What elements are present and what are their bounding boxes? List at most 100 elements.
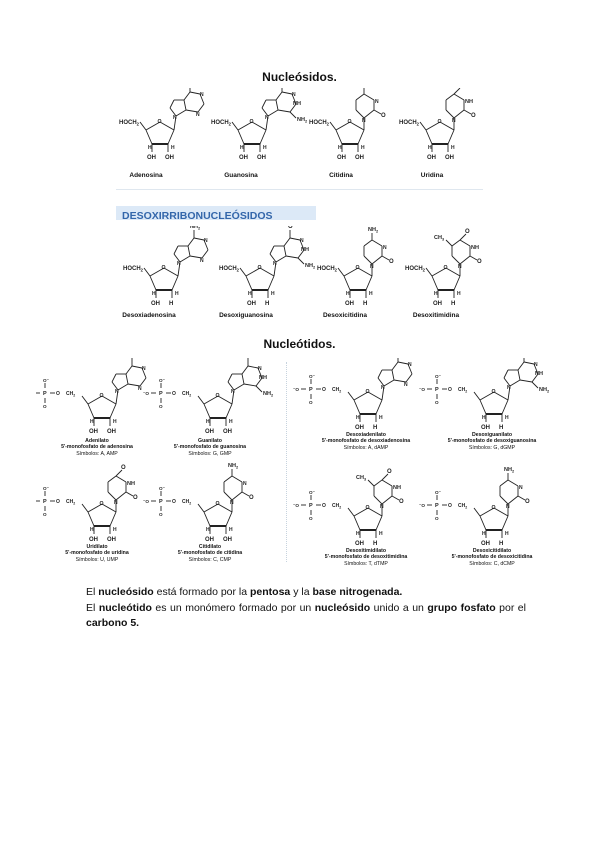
- bond: [111, 381, 119, 391]
- atom-label: N: [204, 238, 208, 244]
- bond: [203, 511, 211, 527]
- atom-label: H: [175, 291, 179, 297]
- atom-label: O: [389, 259, 394, 265]
- bond: [149, 267, 165, 277]
- atom-label: OH: [247, 301, 256, 307]
- bond: [87, 395, 103, 405]
- atom-label: O: [322, 387, 326, 393]
- bond: [391, 361, 399, 371]
- bond: [289, 237, 301, 241]
- atom-label: N: [292, 92, 296, 98]
- atom-label: H: [148, 145, 152, 151]
- bond: [343, 267, 359, 277]
- atom-label: O: [381, 113, 386, 119]
- bond: [289, 103, 297, 113]
- atom-label: NH2: [228, 463, 238, 470]
- bond: [107, 475, 117, 483]
- atom-label: H: [361, 145, 365, 151]
- bond: [391, 495, 400, 501]
- atom-label: ⁻O: [293, 503, 299, 508]
- atom-label: O: [366, 505, 370, 511]
- atom-label: OH: [481, 541, 490, 547]
- atom-label: CH2: [332, 387, 341, 394]
- divider-line: [116, 189, 483, 190]
- title-nucleosides: Nucleósidos.: [262, 70, 337, 84]
- bond: [183, 91, 191, 101]
- bond: [275, 255, 287, 263]
- bond: [115, 469, 123, 477]
- bond: [201, 249, 209, 259]
- atom-label: O: [465, 229, 470, 235]
- atom-label: CH3: [356, 475, 366, 482]
- bond: [371, 239, 383, 247]
- bond: [223, 475, 233, 483]
- atom-label: N: [404, 382, 408, 388]
- atom-label: O: [172, 499, 176, 505]
- bond: [269, 253, 277, 263]
- atom-label: CH3: [434, 235, 444, 242]
- bond: [173, 253, 181, 263]
- deoxy-banner-label: DESOXIRRIBONUCLEÓSIDOS: [122, 210, 273, 222]
- bond: [109, 403, 117, 419]
- atom-label: H: [505, 531, 509, 537]
- bond: [425, 121, 441, 131]
- atom-label: ⁻O: [143, 391, 149, 396]
- bond: [383, 379, 395, 387]
- atom-label: O: [471, 113, 476, 119]
- bond: [503, 377, 511, 387]
- atom-label: O: [216, 501, 220, 507]
- atom-label: H: [428, 145, 432, 151]
- atom-label: O⁻: [435, 490, 442, 495]
- atom-label: OH: [107, 537, 116, 543]
- bond: [453, 275, 461, 291]
- atom-label: NH: [465, 99, 473, 105]
- atom-label: N: [230, 500, 234, 506]
- bond: [179, 255, 191, 263]
- atom-label: H: [169, 301, 173, 307]
- label-desoxicitidina: Desoxicitidina: [322, 312, 368, 319]
- bond: [299, 239, 305, 251]
- atom-label: H: [363, 301, 367, 307]
- bond: [459, 239, 471, 247]
- atom-label: NH2: [297, 117, 307, 124]
- bond: [231, 475, 243, 483]
- bond: [197, 503, 205, 513]
- bond: [255, 385, 263, 393]
- atom-label: O: [100, 501, 104, 507]
- bond: [353, 515, 361, 531]
- atom-label: NH: [293, 101, 301, 107]
- atom-label: OH: [239, 155, 248, 161]
- atom-label: H: [505, 415, 509, 421]
- atom-label: N: [231, 389, 235, 395]
- atom-label: P: [43, 499, 47, 505]
- atom-label: NH2: [128, 358, 138, 359]
- atom-label: O: [435, 400, 439, 405]
- atom-label: N: [381, 385, 385, 391]
- bond: [255, 377, 263, 387]
- atom-label: NH2: [368, 227, 378, 234]
- atom-label: NH: [301, 247, 309, 253]
- atom-label: HOCH2: [123, 266, 144, 273]
- atom-label: H: [482, 415, 486, 421]
- atom-label: O: [249, 495, 254, 501]
- bond: [479, 515, 487, 531]
- bond: [353, 507, 369, 517]
- atom-label: P: [435, 387, 439, 393]
- bond: [87, 511, 95, 527]
- bond: [193, 237, 205, 241]
- title-nucleotides: Nucleótidos.: [263, 337, 336, 351]
- label-uridina: Uridina: [420, 172, 444, 179]
- bond: [355, 93, 365, 101]
- bond: [269, 245, 275, 255]
- column-divider: [286, 362, 287, 562]
- atom-label: O: [492, 505, 496, 511]
- atom-label: O: [133, 495, 138, 501]
